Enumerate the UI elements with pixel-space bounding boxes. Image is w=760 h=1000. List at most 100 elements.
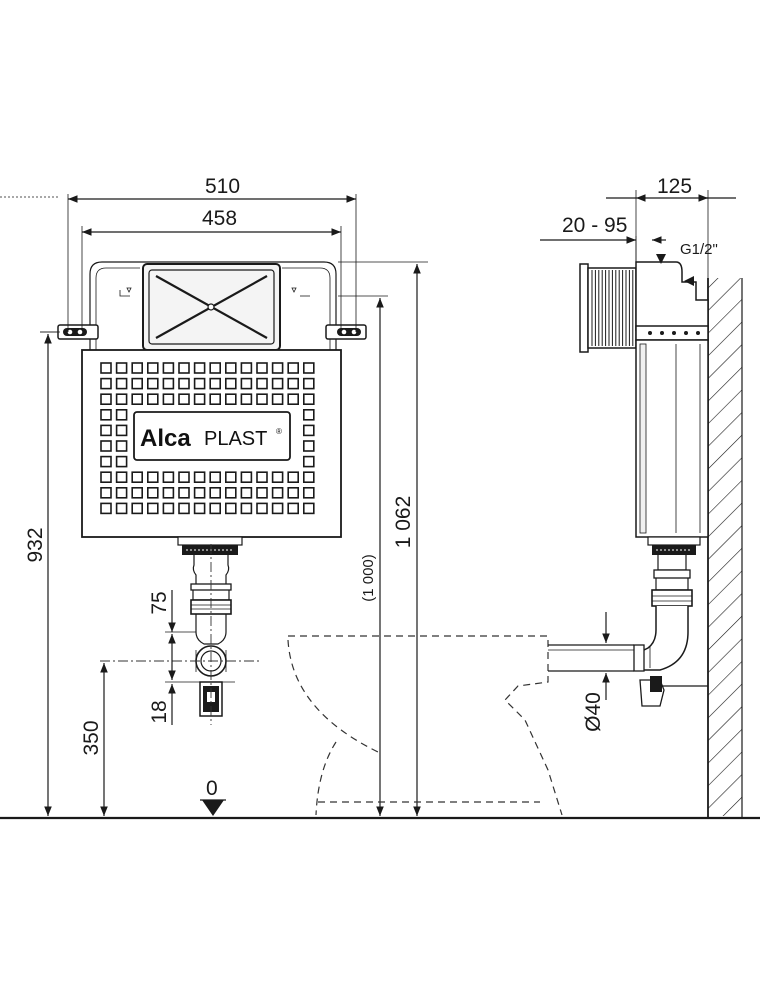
grid-square [209, 471, 221, 484]
dimension-350: 350 [80, 663, 108, 816]
dimension-d40: Ø40 [582, 612, 612, 732]
grid-square [225, 471, 237, 484]
grid-square [287, 393, 300, 406]
grid-square [131, 471, 143, 484]
grid-square [162, 502, 175, 515]
grid-square [100, 377, 112, 390]
dimension-125: 125 [606, 175, 736, 282]
grid-square [287, 486, 300, 499]
grid-square [287, 362, 300, 374]
right-bracket [325, 324, 367, 340]
grid-square [115, 362, 128, 374]
logo-registered-mark: ® [276, 427, 282, 436]
cistern-grid-pattern [100, 362, 315, 515]
grid-square [225, 393, 237, 406]
grid-square [147, 502, 159, 515]
grid-square [100, 424, 112, 437]
grid-square [209, 486, 221, 499]
grid-square [302, 377, 315, 390]
grid-square [100, 393, 112, 406]
grid-square [115, 377, 128, 390]
cistern-side-view [548, 261, 709, 707]
grid-square [115, 471, 128, 484]
grid-square [240, 393, 253, 406]
grid-square [115, 502, 128, 515]
grid-square [193, 362, 206, 374]
grid-square [225, 486, 237, 499]
grid-square [302, 440, 315, 452]
grid-square [302, 362, 315, 374]
grid-square [147, 471, 159, 484]
grid-square [256, 486, 268, 499]
grid-square [115, 440, 128, 452]
grid-square [115, 408, 128, 421]
grid-square [271, 502, 284, 515]
grid-square [193, 393, 206, 406]
grid-square [131, 362, 143, 374]
grid-square [115, 455, 128, 468]
logo-text-plast: PLAST [204, 428, 267, 450]
grid-square [287, 502, 300, 515]
grid-square [193, 486, 206, 499]
wc-bowl-outline [287, 635, 563, 816]
band-rivet [672, 331, 676, 335]
grid-square [131, 377, 143, 390]
grid-square [100, 486, 112, 499]
grid-square [100, 455, 112, 468]
grid-square [287, 471, 300, 484]
grid-square [302, 502, 315, 515]
dim-label-75: 75 [148, 591, 171, 614]
grid-square [271, 362, 284, 374]
grid-square [178, 486, 190, 499]
grid-square [302, 455, 315, 468]
grid-square [100, 408, 112, 421]
grid-square [178, 502, 190, 515]
cistern-front-view: Alca PLAST ® [40, 261, 367, 725]
dim-label-20-95: 20 - 95 [562, 214, 627, 237]
grid-square [162, 362, 175, 374]
dim-label-zero: 0 [206, 777, 218, 800]
grid-square [271, 486, 284, 499]
grid-square [240, 471, 253, 484]
grid-square [225, 502, 237, 515]
grid-square [178, 471, 190, 484]
dimension-510: 510 [67, 175, 357, 332]
grid-square [100, 362, 112, 374]
dim-label-125: 125 [657, 175, 692, 198]
band-rivet [660, 331, 664, 335]
grid-square [162, 377, 175, 390]
grid-square [193, 502, 206, 515]
grid-square [302, 393, 315, 406]
grid-square [209, 362, 221, 374]
grid-square [147, 362, 159, 374]
grid-square [225, 362, 237, 374]
dimension-20-95: 20 - 95 [540, 214, 666, 262]
dimension-18: 18 [148, 661, 176, 725]
grid-square [115, 393, 128, 406]
grid-square [271, 393, 284, 406]
dimension-75: 75 [148, 590, 196, 661]
grid-square [271, 377, 284, 390]
grid-square [240, 377, 253, 390]
logo-text-alca: Alca [140, 425, 191, 452]
wall-section [707, 278, 743, 818]
grid-square [131, 393, 143, 406]
dimension-458: 458 [81, 207, 342, 330]
dimension-1062: 1 062 [338, 261, 428, 816]
alcaplast-logo: Alca PLAST ® [133, 411, 291, 461]
grid-square [162, 393, 175, 406]
grid-square [100, 440, 112, 452]
grid-square [100, 502, 112, 515]
dim-label-932: 932 [24, 527, 47, 562]
grid-square [256, 377, 268, 390]
grid-square [209, 393, 221, 406]
grid-square [115, 424, 128, 437]
grid-square [256, 471, 268, 484]
grid-square [147, 393, 159, 406]
dimension-932: 932 [24, 331, 60, 816]
grid-square [240, 362, 253, 374]
band-rivet [684, 331, 688, 335]
grid-square [302, 408, 315, 421]
grid-square [162, 486, 175, 499]
